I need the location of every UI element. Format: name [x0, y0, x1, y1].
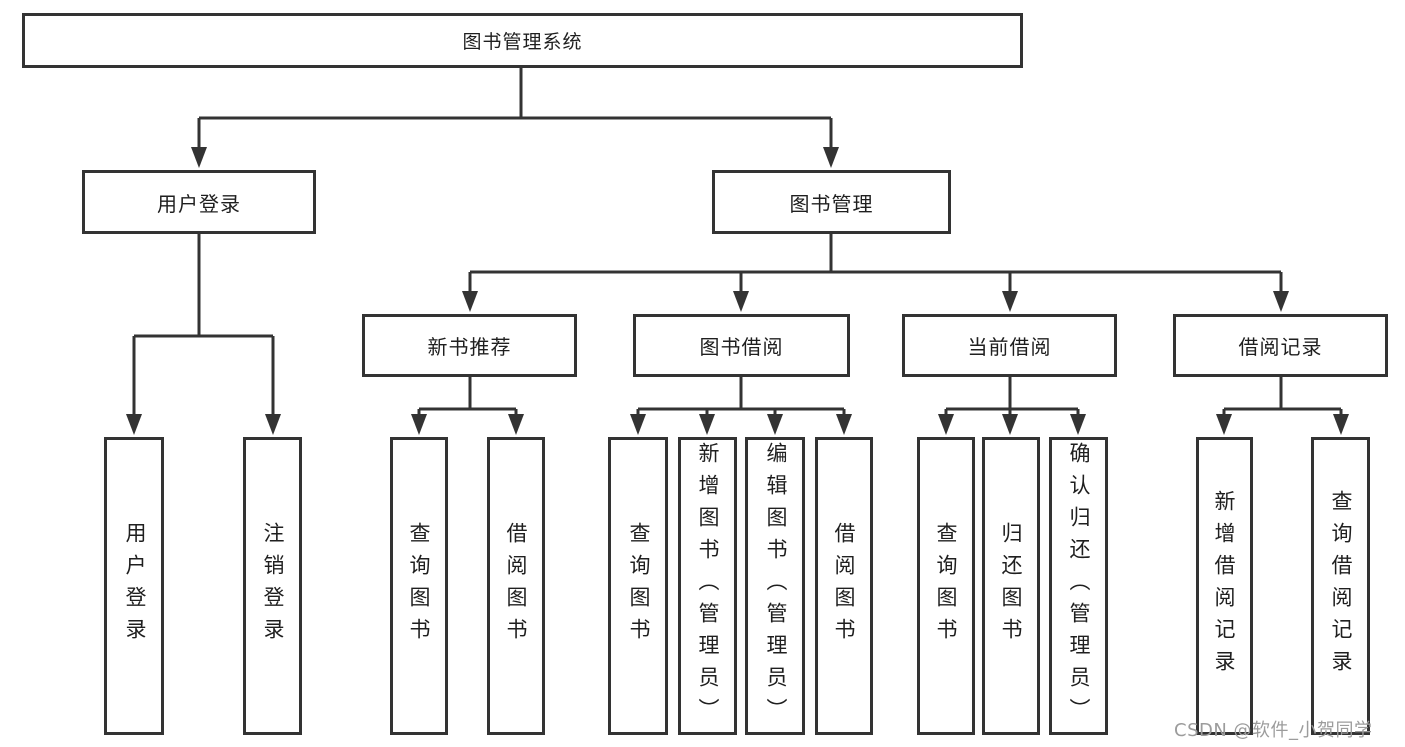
node-library-system: 图书管理系统 [22, 13, 1023, 68]
node-current-borrowing: 当前借阅 [902, 314, 1117, 377]
leaf-recommend-borrow-books: 借阅图书 [487, 437, 545, 735]
leaf-current-query-books: 查询图书 [917, 437, 975, 735]
leaf-add-borrow-record: 新增借阅记录 [1196, 437, 1253, 735]
leaf-add-book-admin: 新增图书（管理员） [678, 437, 737, 735]
leaf-user-login: 用户登录 [104, 437, 164, 735]
leaf-confirm-return-admin: 确认归还（管理员） [1049, 437, 1108, 735]
node-book-management: 图书管理 [712, 170, 951, 234]
leaf-borrowing-query-books: 查询图书 [608, 437, 668, 735]
leaf-query-borrow-record: 查询借阅记录 [1311, 437, 1370, 735]
node-new-book-recommend: 新书推荐 [362, 314, 577, 377]
leaf-edit-book-admin: 编辑图书（管理员） [745, 437, 805, 735]
node-borrowing-records: 借阅记录 [1173, 314, 1388, 377]
node-book-borrowing: 图书借阅 [633, 314, 850, 377]
leaf-logout-login: 注销登录 [243, 437, 302, 735]
leaf-return-books: 归还图书 [982, 437, 1040, 735]
node-user-login: 用户登录 [82, 170, 316, 234]
leaf-recommend-query-books: 查询图书 [390, 437, 448, 735]
csdn-watermark: CSDN @软件_小贺同学 [1174, 720, 1373, 741]
leaf-borrowing-borrow-books: 借阅图书 [815, 437, 873, 735]
